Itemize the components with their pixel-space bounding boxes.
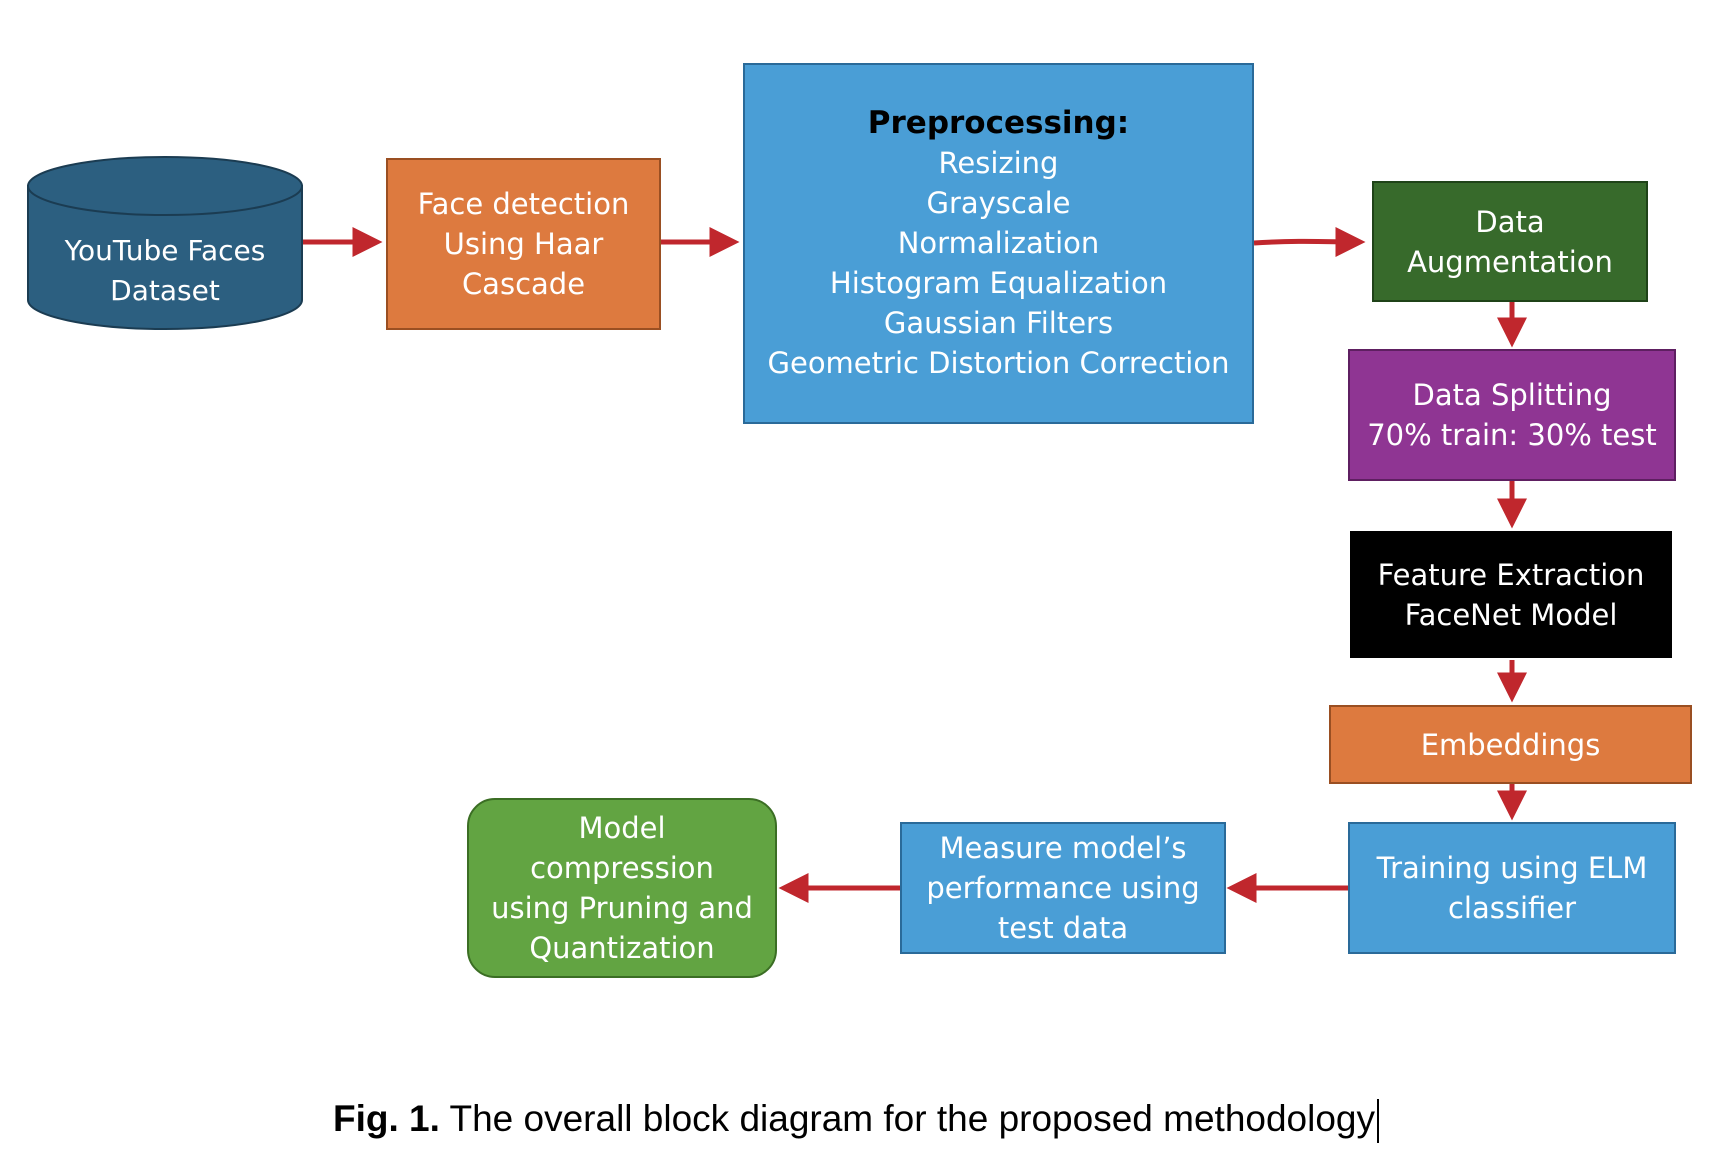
caption-label: Fig. 1. xyxy=(332,1098,440,1139)
compression-line: using Pruning and xyxy=(491,891,753,925)
embeddings-node: Embeddings xyxy=(1329,705,1692,784)
preprocessing-title: Preprocessing: xyxy=(867,105,1130,141)
compression-node: Model compression using Pruning and Quan… xyxy=(467,798,777,978)
embeddings-line: Embeddings xyxy=(1420,727,1601,762)
compression-line: Model xyxy=(578,811,666,845)
augmentation-line: Data xyxy=(1475,204,1545,239)
feature-extraction-node: Feature Extraction FaceNet Model xyxy=(1350,531,1672,658)
training-node: Training using ELM classifier xyxy=(1348,822,1676,954)
augmentation-node: Data Augmentation xyxy=(1372,181,1648,302)
splitting-node: Data Splitting 70% train: 30% test xyxy=(1348,349,1676,481)
feature-extraction-line: Feature Extraction xyxy=(1377,557,1645,592)
preprocessing-step: Grayscale xyxy=(926,186,1071,220)
dataset-node: YouTube Faces Dataset xyxy=(28,216,302,326)
compression-line: Quantization xyxy=(529,931,715,965)
face-detection-line: Cascade xyxy=(461,267,586,301)
splitting-line: Data Splitting xyxy=(1412,378,1612,412)
measure-line: test data xyxy=(997,911,1129,945)
dataset-line: YouTube Faces xyxy=(64,234,266,267)
compression-line: compression xyxy=(530,851,714,885)
text-cursor xyxy=(1377,1099,1380,1144)
preprocessing-node: Preprocessing: Resizing Grayscale Normal… xyxy=(743,63,1254,424)
dataset-cylinder xyxy=(27,156,303,330)
preprocessing-step: Normalization xyxy=(897,226,1100,260)
face-detection-line: Face detection xyxy=(417,187,630,221)
caption-text: The overall block diagram for the propos… xyxy=(439,1098,1376,1139)
training-line: classifier xyxy=(1447,891,1577,925)
measure-line: Measure model’s xyxy=(939,831,1187,865)
face-detection-line: Using Haar xyxy=(443,227,604,261)
face-detection-node: Face detection Using Haar Cascade xyxy=(386,158,661,330)
measure-line: performance using xyxy=(926,871,1200,905)
dataset-line: Dataset xyxy=(110,274,220,307)
preprocessing-step: Resizing xyxy=(938,146,1059,180)
training-line: Training using ELM xyxy=(1376,851,1648,885)
figure-caption: Fig. 1. The overall block diagram for th… xyxy=(0,1098,1712,1144)
augmentation-line: Augmentation xyxy=(1407,244,1613,279)
splitting-line: 70% train: 30% test xyxy=(1367,418,1657,452)
preprocessing-step: Histogram Equalization xyxy=(829,266,1168,300)
preprocessing-step: Geometric Distortion Correction xyxy=(767,346,1230,380)
feature-extraction-line: FaceNet Model xyxy=(1404,597,1618,632)
arrow-preprocessing-to-augmentation xyxy=(1253,226,1366,257)
preprocessing-step: Gaussian Filters xyxy=(883,306,1114,340)
measure-node: Measure model’s performance using test d… xyxy=(900,822,1226,954)
